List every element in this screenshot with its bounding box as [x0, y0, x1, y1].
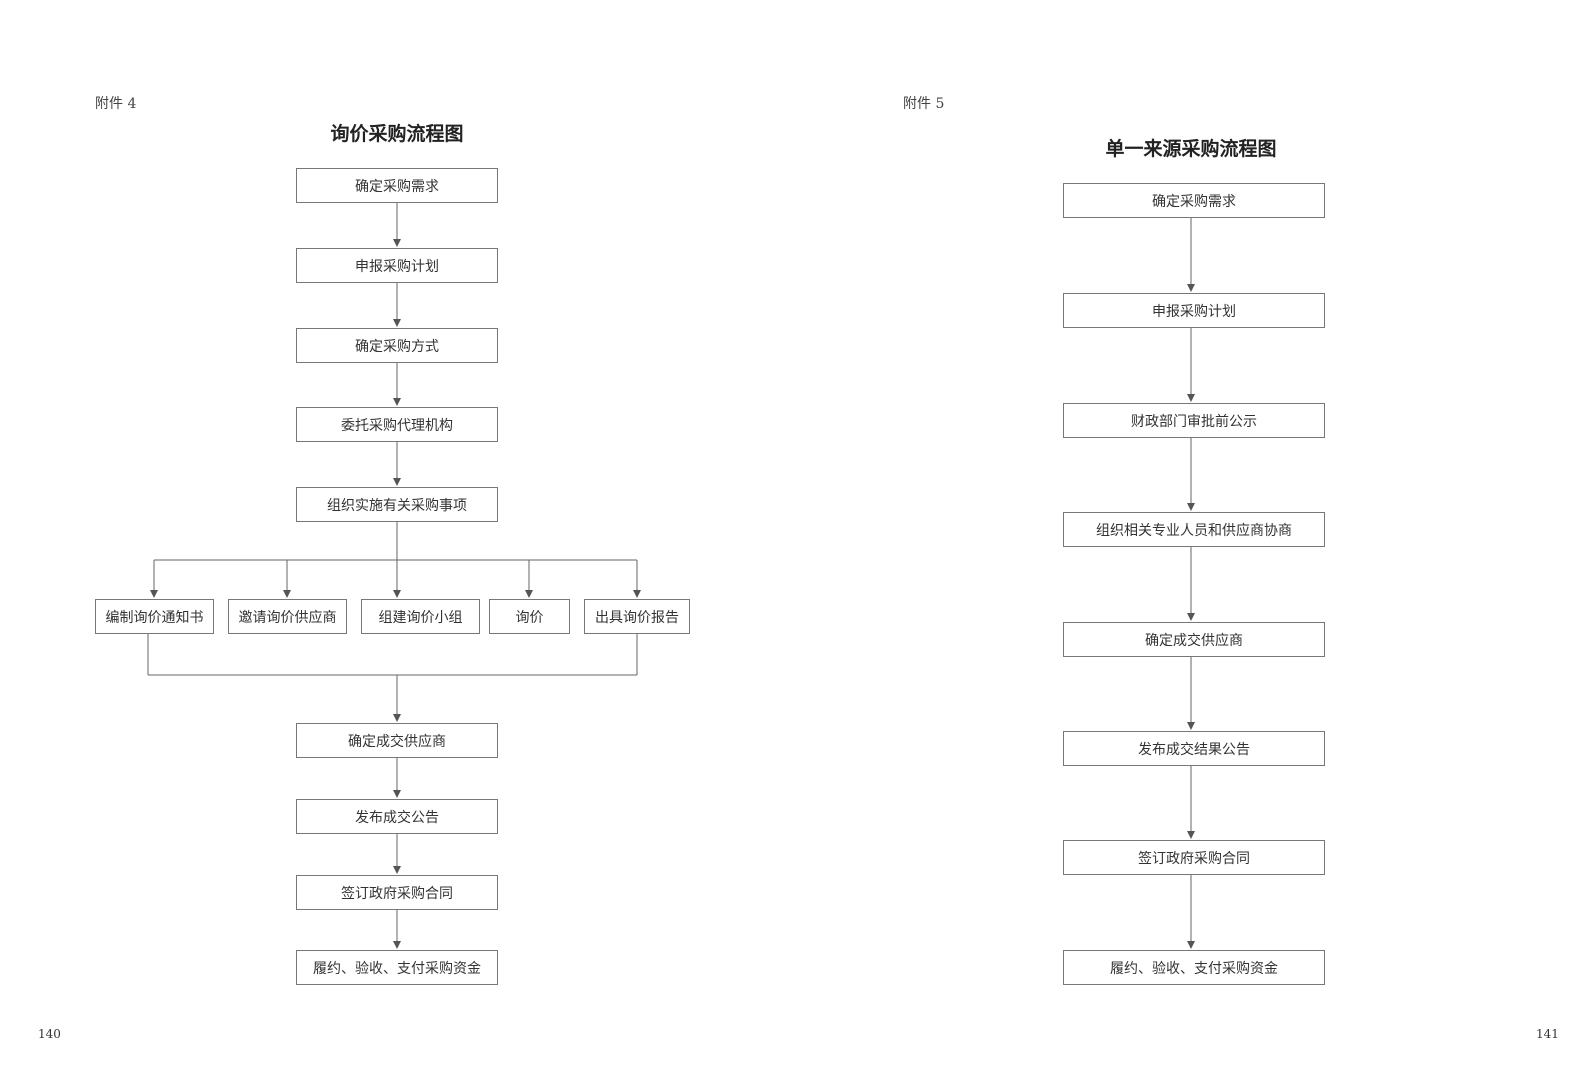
branch-box: 邀请询价供应商 [228, 599, 347, 634]
step-box: 申报采购计划 [296, 248, 498, 283]
attachment-label-left: 附件 4 [95, 96, 137, 112]
branch-box: 组建询价小组 [361, 599, 480, 634]
step-box: 签订政府采购合同 [1063, 840, 1325, 875]
step-box: 确定采购需求 [1063, 183, 1325, 218]
step-box: 履约、验收、支付采购资金 [1063, 950, 1325, 985]
branch-box: 编制询价通知书 [95, 599, 214, 634]
step-box: 签订政府采购合同 [296, 875, 498, 910]
branch-box: 出具询价报告 [584, 599, 690, 634]
step-box: 确定成交供应商 [296, 723, 498, 758]
step-box: 履约、验收、支付采购资金 [296, 950, 498, 985]
step-box: 申报采购计划 [1063, 293, 1325, 328]
page-number-right: 141 [1536, 1027, 1559, 1041]
page-number-left: 140 [38, 1027, 61, 1041]
attachment-label-right: 附件 5 [903, 96, 945, 112]
step-box: 委托采购代理机构 [296, 407, 498, 442]
step-box: 发布成交公告 [296, 799, 498, 834]
branch-box: 询价 [489, 599, 570, 634]
step-box: 组织实施有关采购事项 [296, 487, 498, 522]
step-box: 财政部门审批前公示 [1063, 403, 1325, 438]
flowchart-title-right: 单一来源采购流程图 [1105, 138, 1277, 160]
step-box: 确定采购方式 [296, 328, 498, 363]
step-box: 确定成交供应商 [1063, 622, 1325, 657]
flowchart-title-left: 询价采购流程图 [330, 123, 464, 145]
step-box: 确定采购需求 [296, 168, 498, 203]
step-box: 发布成交结果公告 [1063, 731, 1325, 766]
step-box: 组织相关专业人员和供应商协商 [1063, 512, 1325, 547]
